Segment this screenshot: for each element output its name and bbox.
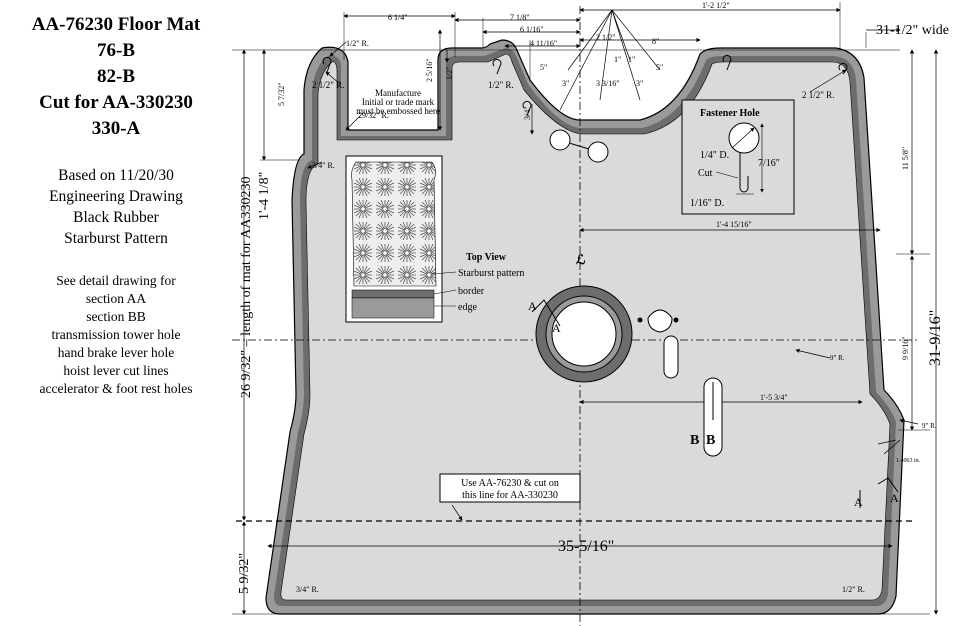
notes-line-5: hand brake lever hole [57,345,175,360]
centerline-symbol: ℒ [576,252,586,267]
radius-1-2-mid: 1/2" R. [488,80,514,90]
dim-top-6-1-4: 6 1/4" [388,13,408,22]
dim-1-5-3-4: 1'-5 3/4" [760,393,788,402]
notes-line-4: transmission tower hole [51,327,181,342]
fastener-hole-upper [522,100,532,117]
hand-brake-lever-hole [549,129,609,163]
radius-3-4-bottom: 3/4" R. [296,585,319,594]
dim-top-5: 5" [540,63,547,72]
section-a-label-1: A [528,299,537,313]
dim-1-4-15-16: 1'-4 15/16" [716,220,752,229]
top-view-inset [345,155,457,323]
notes-line-2: section AA [85,291,147,306]
fastener-hole-far-right [838,62,848,75]
radius-29-32: 29/32" R. [358,111,389,120]
dim-width-note: 31-1/2" wide [876,23,949,38]
fastener-d-bottom: 1/16" D. [690,198,724,209]
source-line-1: Based on 11/20/30 [58,167,174,184]
dim-top-3-b: 3" [636,79,643,88]
dim-top-8: 8" [652,37,659,46]
top-view-title: Top View [466,252,507,263]
dim-right-11-5-8: 11 5/8" [901,147,910,170]
radius-9: 9" R. [830,354,845,362]
title-line-3: 82-B [97,66,135,87]
manufacture-line-1: Manufacture [375,88,421,98]
manufacture-line-3: must be embossed here [356,106,440,116]
section-b-label-1: B [690,433,699,448]
section-aa-markers [531,299,899,508]
section-a-label-3: A [854,495,863,509]
radius-2-1-2-left: 2 1/2" R. [312,80,344,90]
dim-top-4-11-16: 4 11/16" [530,39,557,48]
dim-top-3-a: 3" [562,79,569,88]
fastener-hole-mid [492,58,502,75]
cut-line-text-2: this line for AA-330230 [462,490,558,501]
dim-top-1b: 1" [628,55,635,64]
cut-line-callout [439,473,581,503]
dim-mat-length: 26 9/32" – length of mat for AA330230 [239,176,254,398]
section-b-label-2: B [706,433,715,448]
dim-1-4-1-8: 1'-4 1/8" [257,172,272,220]
dim-top-5-right: 5" [656,63,663,72]
radius-1-2-top-left: 1/2" R. [346,39,369,48]
dim-bottom-5-9-32: 5 9/32" [237,553,252,594]
manufacture-line-2: Initial or trade mark [362,97,435,107]
notes-line-1: See detail drawing for [56,273,176,288]
title-line-5: 330-A [91,118,141,139]
radius-3-4-left: 3/4" R. [312,161,335,170]
dim-top-1-2-1-2: 1'-2 1/2" [702,1,730,10]
dim-right-9-9-16: 9 9/16" [901,337,910,361]
transmission-tower-hole [535,285,633,383]
dim-v-3-4: 3/4" [523,107,532,121]
radius-2-1-2-right: 2 1/2" R. [802,90,834,100]
title-line-4: Cut for AA-330230 [39,92,193,113]
dim-top-7-1-8: 7 1/8" [510,13,530,22]
info-panel: AA-76230 Floor Mat 76-B 82-B Cut for AA-… [0,0,232,626]
fastener-cut: Cut [698,168,713,179]
dim-v-2-5-16: 2 5/16" [425,59,434,83]
fastener-d-top: 1/4" D. [700,150,729,161]
accelerator-hole [637,309,679,379]
top-view-label-border: border [458,286,485,297]
notes-line-6: hoist lever cut lines [63,363,169,378]
title-line-1: AA-76230 Floor Mat [31,14,201,35]
fastener-height: 7/16" [758,158,780,169]
dim-top-6-1-16: 6 1/16" [520,25,544,34]
title-line-2: 76-B [97,40,135,61]
top-view-label-starburst: Starburst pattern [458,268,524,279]
dim-small-4063: 1.4063 in. [896,458,921,464]
radius-1-2-bottom: 1/2" R. [842,585,865,594]
dim-top-1: 1" [614,55,621,64]
dim-bottom-width: 35-5/16" [558,538,614,555]
source-line-4: Starburst Pattern [64,230,168,247]
fastener-hole-left [322,56,332,73]
dim-left-5-7-32: 5 7/32" [277,83,286,107]
dim-top-2-1-2: 2 1/2" [596,33,616,42]
hoist-lever-slot [703,377,723,457]
notes-line-7: accelerator & foot rest holes [39,381,193,396]
dim-v-1-2: 1/2" [445,67,454,81]
section-a-label-4: A [890,491,899,505]
fastener-hole-right [722,54,732,71]
section-a-label-2: A [552,321,561,335]
radius-9b: 9" R. [922,422,937,430]
source-line-3: Black Rubber [73,209,159,226]
dim-total-length: 31-9/16" [927,310,944,366]
cut-line-text-1: Use AA-76230 & cut on [461,478,559,489]
notes-line-3: section BB [86,309,146,324]
dim-top-3-3-16: 3 3/16" [596,79,620,88]
fastener-title: Fastener Hole [700,108,760,119]
fastener-detail-box [681,99,795,215]
top-view-label-edge: edge [458,302,477,313]
source-line-2: Engineering Drawing [49,188,183,205]
